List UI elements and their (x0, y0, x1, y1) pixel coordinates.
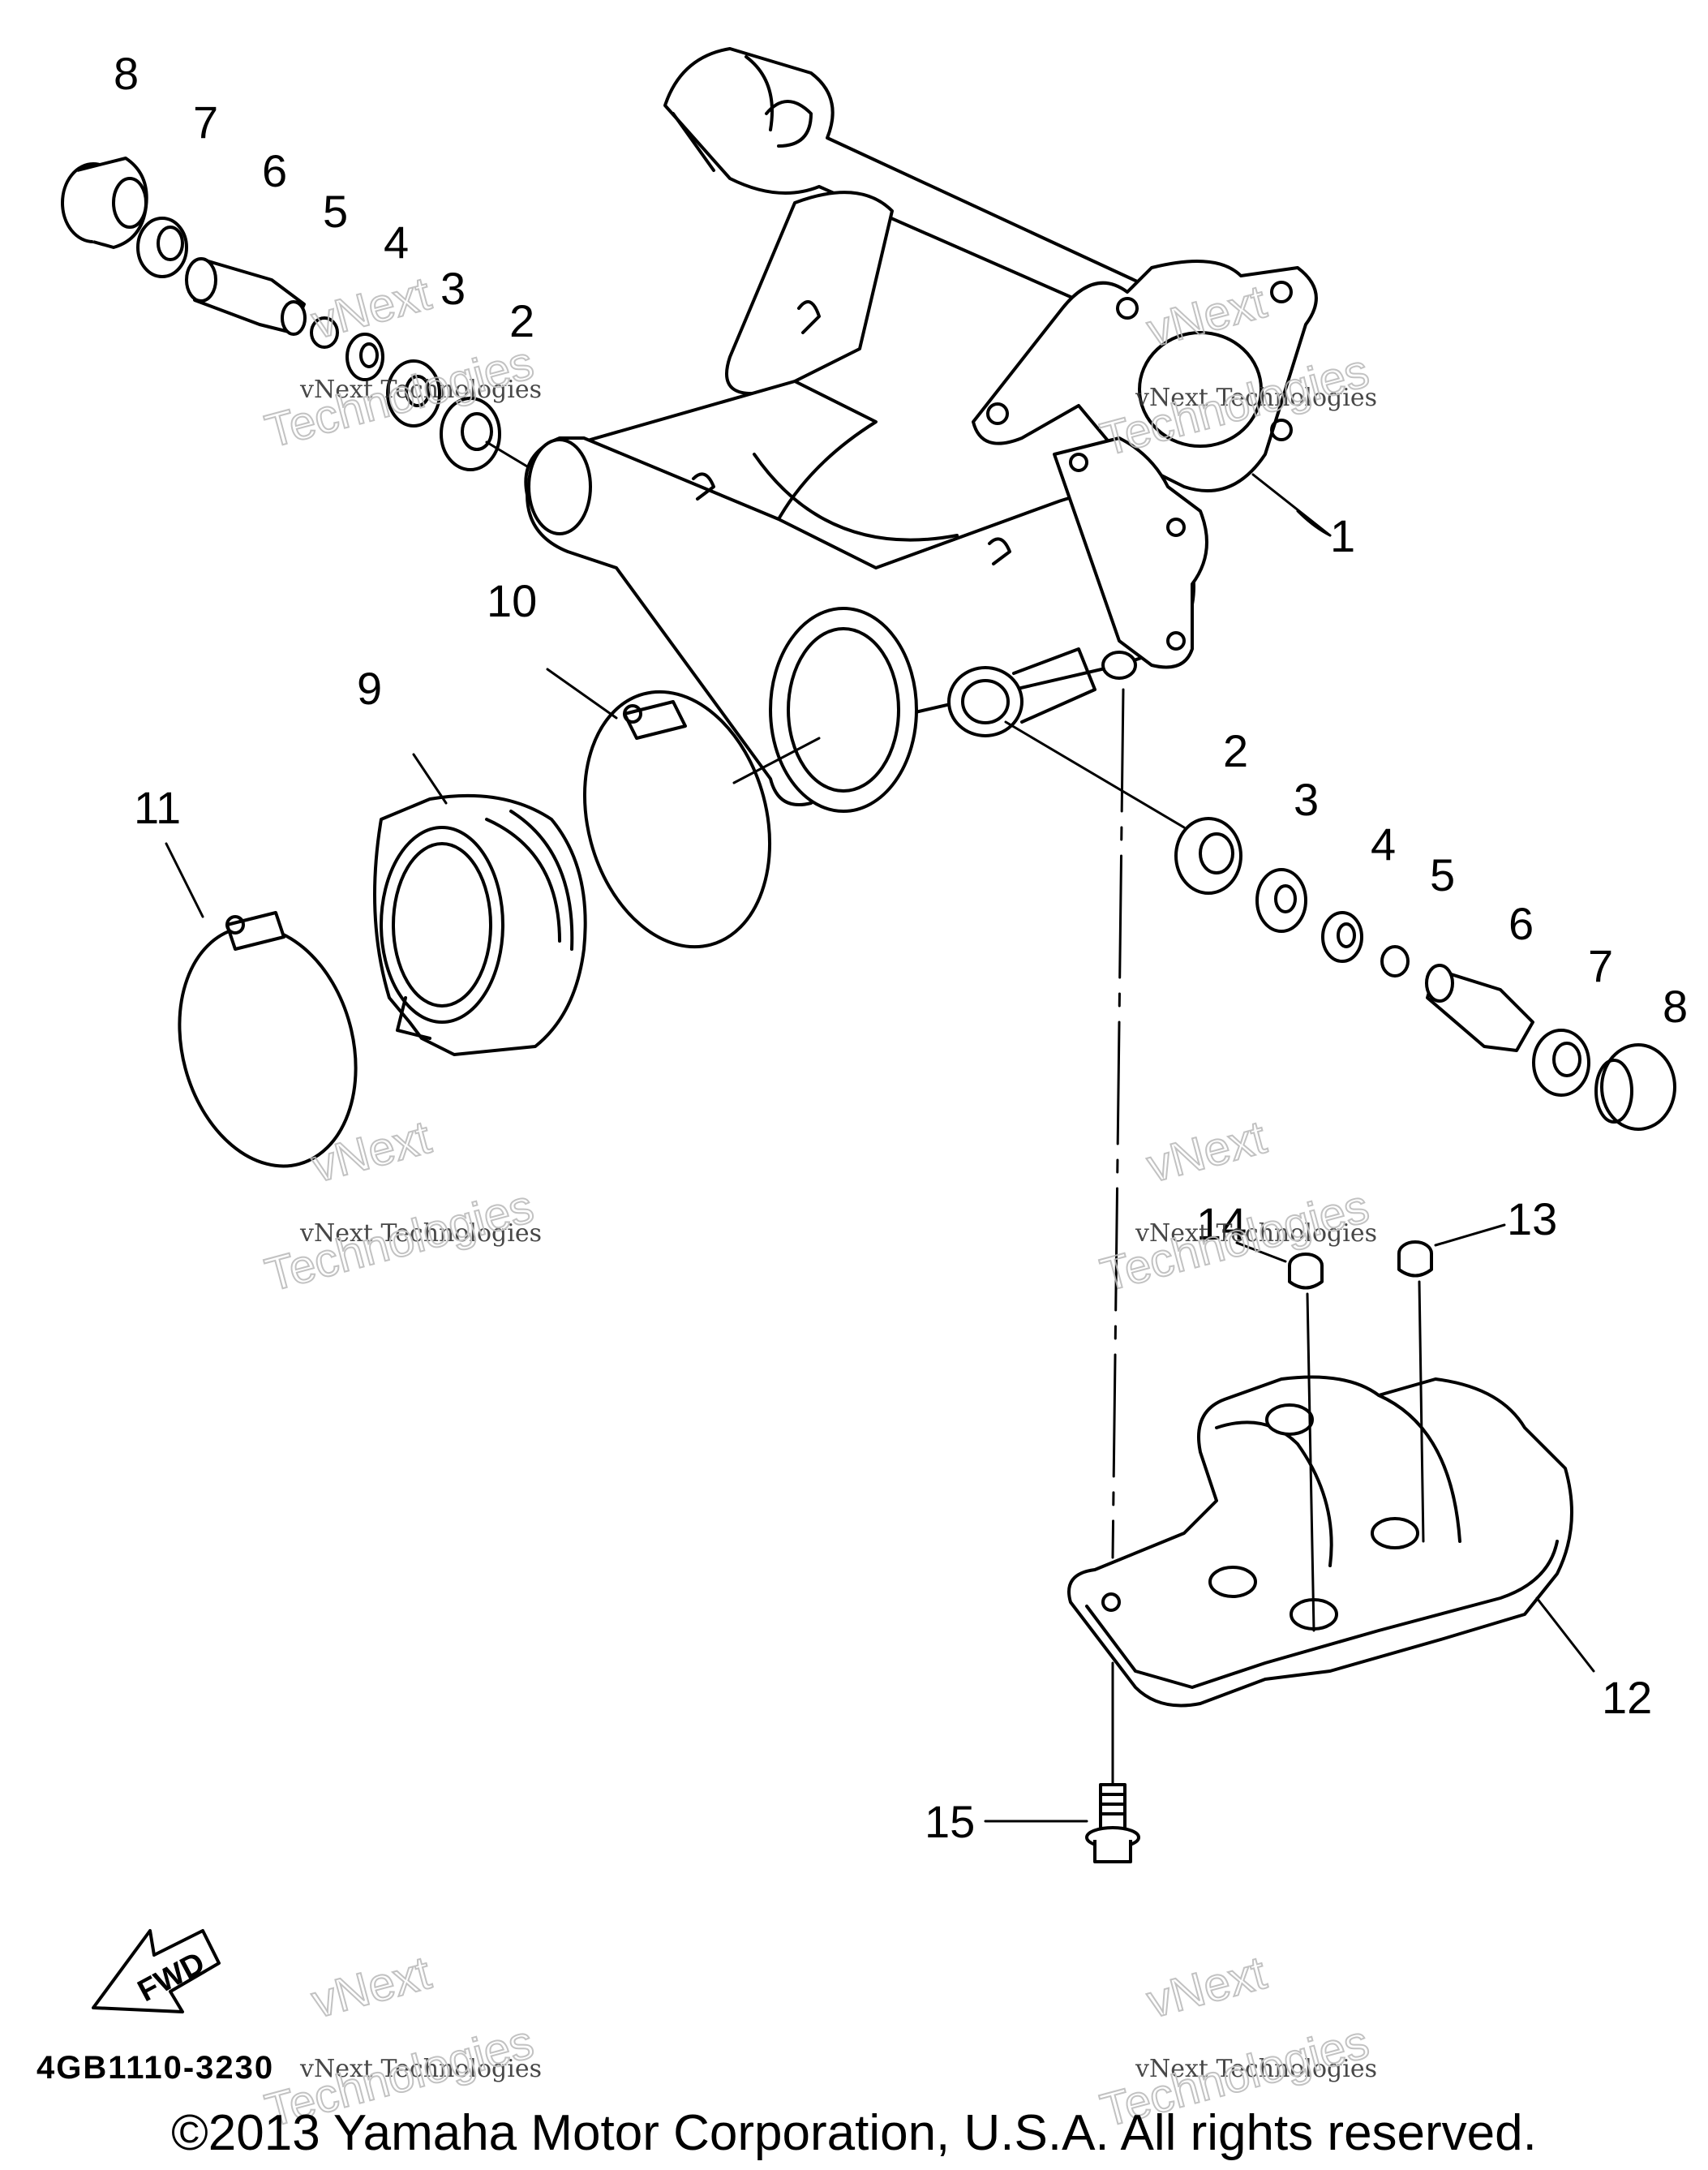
callout-15: 15 (925, 1796, 975, 1847)
callout-4-right: 4 (1371, 819, 1396, 870)
watermark-line: vNext Technologies (1135, 384, 1377, 412)
callout-5-right: 5 (1430, 849, 1455, 900)
swing-arm (524, 47, 1318, 813)
callout-13: 13 (1507, 1193, 1557, 1244)
copyright-notice: ©2013 Yamaha Motor Corporation, U.S.A. A… (171, 2105, 1537, 2161)
callout-8-right: 8 (1663, 981, 1688, 1032)
callout-6-right: 6 (1508, 898, 1534, 949)
callout-14: 14 (1196, 1198, 1247, 1249)
watermark-top-word: vNext (307, 1111, 436, 1192)
callout-7-right: 7 (1588, 940, 1613, 991)
callout-4-left: 4 (384, 217, 409, 268)
callout-10: 10 (487, 575, 537, 626)
callout-8-left: 8 (114, 48, 139, 99)
callout-9: 9 (357, 663, 382, 714)
guard-assembly (1067, 688, 1573, 1863)
callout-11: 11 (134, 782, 181, 833)
callout-3-right: 3 (1294, 774, 1319, 825)
callout-3-left: 3 (440, 263, 466, 314)
watermark-bottom-word: Technologies (260, 1180, 539, 1301)
watermark-line: vNext Technologies (1135, 2055, 1377, 2083)
watermark-line: vNext Technologies (299, 376, 542, 404)
fwd-arrow: FWD (92, 1929, 221, 2013)
callout-6-left: 6 (262, 145, 287, 196)
callout-1: 1 (1330, 510, 1355, 561)
leader-lines (165, 509, 1595, 1823)
right-pivot-parts (1004, 720, 1676, 1131)
callout-7-left: 7 (193, 97, 218, 148)
watermark-line: vNext Technologies (299, 1219, 542, 1248)
callout-12: 12 (1602, 1672, 1652, 1723)
diagram-code: 4GB1110-3230 (36, 2050, 274, 2086)
callout-labels: 8 7 6 5 4 3 2 1 10 9 11 2 3 4 5 6 7 8 14… (114, 48, 1688, 1847)
watermark-line: vNext Technologies (1135, 1219, 1377, 1248)
left-pivot-parts (61, 157, 529, 471)
watermark-line: vNext Technologies (299, 2055, 542, 2083)
callout-2-left: 2 (509, 295, 534, 346)
boot-and-clamps (178, 690, 821, 1168)
callout-5-left: 5 (323, 186, 348, 237)
callout-2-right: 2 (1223, 725, 1248, 776)
watermark-top-word: vNext (1142, 1946, 1272, 2028)
watermark-top-word: vNext (307, 1946, 436, 2028)
watermark-top-word: vNext (1142, 1111, 1272, 1192)
